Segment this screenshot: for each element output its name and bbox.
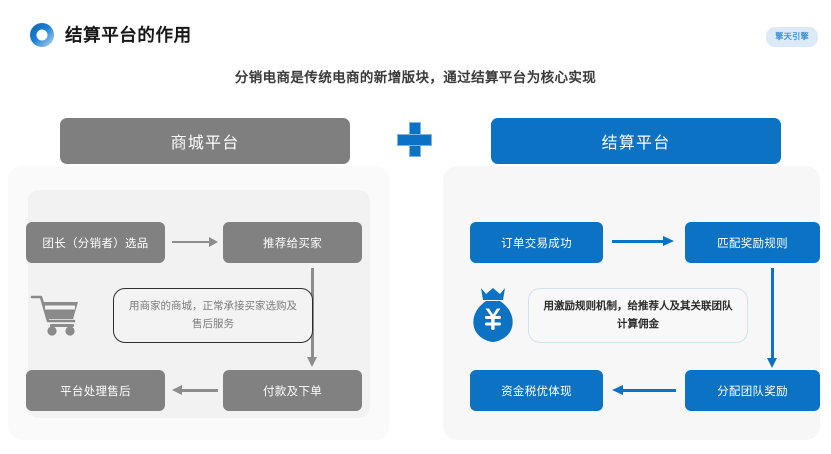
ring-bullet-icon bbox=[30, 22, 54, 47]
arrow-head bbox=[767, 358, 777, 368]
arrow-line bbox=[172, 241, 211, 243]
column-header-mall-platform: 商城平台 bbox=[60, 118, 350, 164]
arrow-head bbox=[612, 385, 623, 395]
page-title: 结算平台的作用 bbox=[65, 25, 192, 45]
flow-box-leader-select[interactable]: 团长（分销者）选品 bbox=[26, 222, 165, 263]
flow-box-after-sales[interactable]: 平台处理售后 bbox=[26, 370, 165, 411]
column-header-settlement-platform: 结算平台 bbox=[491, 118, 781, 164]
note-settlement-platform: 用激励规则机制，给推荐人及其关联团队计算佣金 bbox=[528, 288, 748, 343]
arrow-line bbox=[180, 388, 218, 392]
flow-box-distribute-team-reward[interactable]: 分配团队奖励 bbox=[685, 370, 820, 411]
arrow-line bbox=[771, 268, 774, 360]
page-title-row: 结算平台的作用 bbox=[30, 22, 192, 47]
flow-box-match-reward-rule[interactable]: 匹配奖励规则 bbox=[685, 222, 820, 263]
arrow-order-to-match-rule bbox=[612, 235, 676, 249]
flow-box-tax-optimized-funds[interactable]: 资金税优体现 bbox=[470, 370, 603, 411]
note-mall-platform: 用商家的商城，正常承接买家选购及售后服务 bbox=[113, 288, 313, 343]
flow-box-recommend-buyer[interactable]: 推荐给买家 bbox=[223, 222, 362, 263]
arrow-head bbox=[663, 236, 674, 246]
arrow-pay-to-after-sales bbox=[172, 384, 218, 397]
arrow-line bbox=[612, 240, 666, 243]
arrow-match-rule-to-distribute bbox=[766, 268, 780, 368]
arrow-head bbox=[307, 357, 317, 367]
arrow-line bbox=[622, 389, 676, 392]
plus-connector-icon bbox=[397, 122, 432, 157]
flow-box-order-success[interactable]: 订单交易成功 bbox=[470, 222, 603, 263]
money-bag-yuan-icon bbox=[468, 285, 518, 345]
arrow-head bbox=[209, 237, 218, 247]
arrow-leader-to-recommend bbox=[172, 236, 218, 249]
arrow-head bbox=[172, 384, 182, 395]
plus-horizontal-bar bbox=[397, 133, 432, 146]
flow-box-pay-order[interactable]: 付款及下单 bbox=[223, 370, 362, 411]
shopping-cart-icon bbox=[30, 291, 82, 341]
page-subtitle: 分销电商是传统电商的新增版块，通过结算平台为核心实现 bbox=[234, 70, 597, 85]
arrow-distribute-to-funds bbox=[612, 384, 676, 398]
brand-badge: 擎天引擎 bbox=[766, 27, 818, 47]
